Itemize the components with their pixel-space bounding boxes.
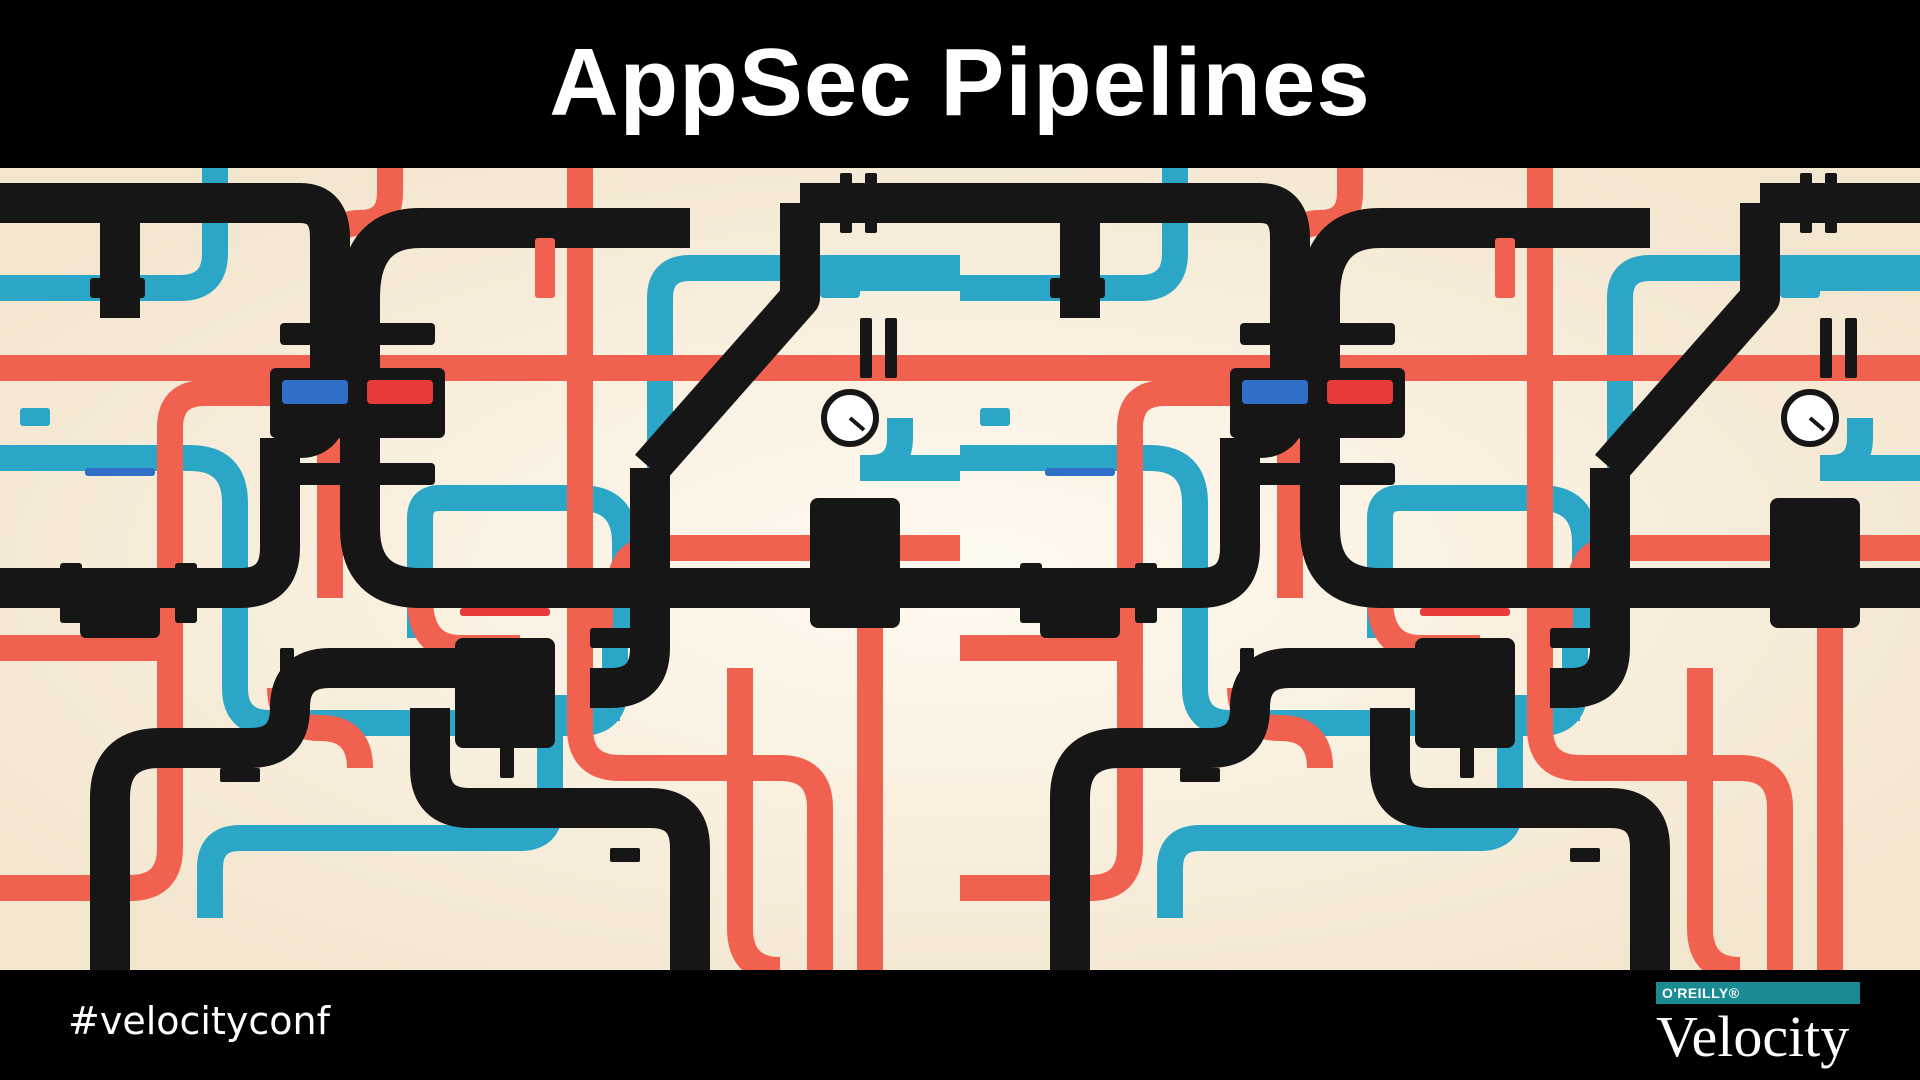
logo-product: Velocity [1656,1004,1850,1069]
logo-publisher: O'REILLY® [1662,985,1740,1001]
pipes-illustration [0,168,1920,970]
footer-band [0,970,1920,1080]
title-band [0,0,1920,168]
logo-bar [1656,982,1860,1004]
slide-title: AppSec Pipelines [549,29,1371,136]
oreilly-velocity-logo: O'REILLY® Velocity [1656,982,1860,1072]
hashtag: #velocityconf [68,999,330,1043]
